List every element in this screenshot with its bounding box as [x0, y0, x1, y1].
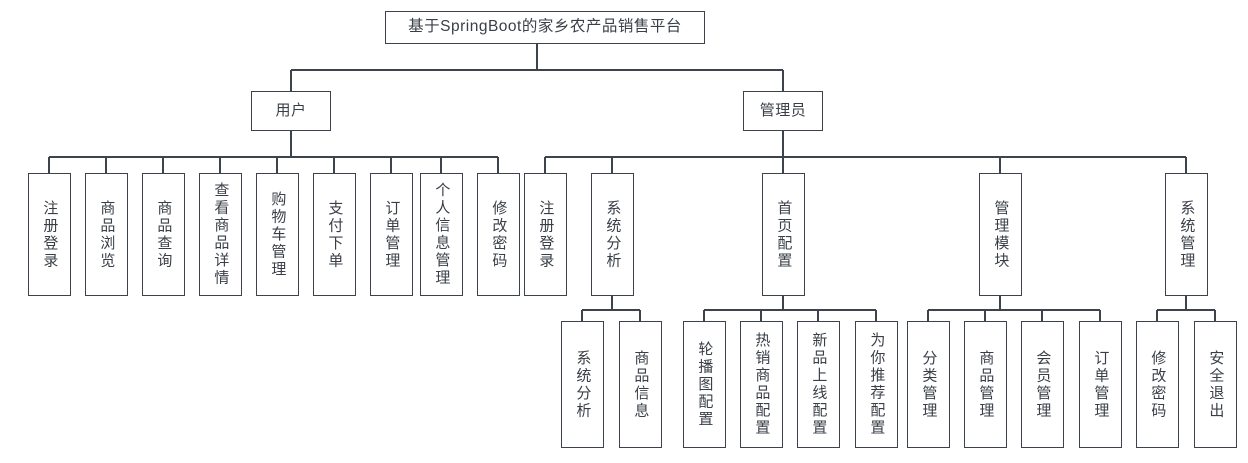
node-label: 订单管理	[1092, 349, 1110, 420]
node-label: 首页配置	[775, 199, 793, 270]
node-admin[interactable]: 管理员	[743, 91, 823, 131]
node-user-child-0[interactable]: 注册登录	[28, 173, 71, 296]
node-label: 安全退出	[1207, 349, 1225, 420]
node-system-manage-child-1[interactable]: 安全退出	[1194, 321, 1237, 448]
node-label: 修改密码	[1149, 349, 1167, 420]
node-manage-module-child-3[interactable]: 订单管理	[1079, 321, 1122, 448]
node-label: 个人信息管理	[433, 182, 451, 287]
node-label: 商品信息	[632, 349, 650, 420]
node-manage-module-child-0[interactable]: 分类管理	[907, 321, 950, 448]
node-user-child-3[interactable]: 查看商品详情	[199, 173, 242, 296]
node-admin-child-3[interactable]: 管理模块	[979, 173, 1022, 296]
node-system-manage-child-0[interactable]: 修改密码	[1136, 321, 1179, 448]
node-admin-label: 管理员	[759, 102, 807, 120]
node-label: 注册登录	[537, 199, 555, 270]
node-label: 商品查询	[155, 199, 173, 270]
node-admin-child-0[interactable]: 注册登录	[524, 173, 567, 296]
node-label: 为你推荐配置	[868, 332, 886, 437]
node-label: 系统管理	[1178, 199, 1196, 270]
node-label: 注册登录	[41, 199, 59, 270]
node-label: 分类管理	[920, 349, 938, 420]
node-user-child-4[interactable]: 购物车管理	[256, 173, 299, 296]
node-homepage-config-child-1[interactable]: 热销商品配置	[740, 321, 783, 448]
node-user-child-7[interactable]: 个人信息管理	[420, 173, 463, 296]
node-label: 商品浏览	[98, 199, 116, 270]
node-root-label: 基于SpringBoot的家乡农产品销售平台	[408, 18, 682, 36]
node-system-analysis-child-0[interactable]: 系统分析	[561, 321, 604, 448]
node-label: 热销商品配置	[753, 332, 771, 437]
node-manage-module-child-2[interactable]: 会员管理	[1021, 321, 1064, 448]
node-user-child-8[interactable]: 修改密码	[477, 173, 520, 296]
node-user[interactable]: 用户	[251, 91, 331, 131]
node-user-label: 用户	[275, 102, 307, 120]
node-label: 订单管理	[383, 199, 401, 270]
node-homepage-config-child-2[interactable]: 新品上线配置	[797, 321, 840, 448]
node-admin-child-2[interactable]: 首页配置	[762, 173, 805, 296]
node-label: 查看商品详情	[212, 182, 230, 287]
node-root[interactable]: 基于SpringBoot的家乡农产品销售平台	[385, 11, 705, 44]
node-manage-module-child-1[interactable]: 商品管理	[964, 321, 1007, 448]
node-label: 商品管理	[977, 349, 995, 420]
node-user-child-5[interactable]: 支付下单	[313, 173, 356, 296]
node-label: 支付下单	[326, 199, 344, 270]
node-system-analysis-child-1[interactable]: 商品信息	[619, 321, 662, 448]
node-admin-child-1[interactable]: 系统分析	[591, 173, 634, 296]
node-admin-child-4[interactable]: 系统管理	[1165, 173, 1208, 296]
node-user-child-6[interactable]: 订单管理	[370, 173, 413, 296]
node-user-child-1[interactable]: 商品浏览	[85, 173, 128, 296]
node-label: 修改密码	[490, 199, 508, 270]
node-label: 新品上线配置	[810, 332, 828, 437]
node-label: 管理模块	[992, 199, 1010, 270]
node-label: 会员管理	[1034, 349, 1052, 420]
node-user-child-2[interactable]: 商品查询	[142, 173, 185, 296]
node-label: 系统分析	[604, 199, 622, 270]
node-homepage-config-child-0[interactable]: 轮播图配置	[683, 321, 726, 448]
node-label: 购物车管理	[269, 190, 287, 279]
node-homepage-config-child-3[interactable]: 为你推荐配置	[855, 321, 898, 448]
node-label: 轮播图配置	[696, 340, 714, 429]
node-label: 系统分析	[574, 349, 592, 420]
